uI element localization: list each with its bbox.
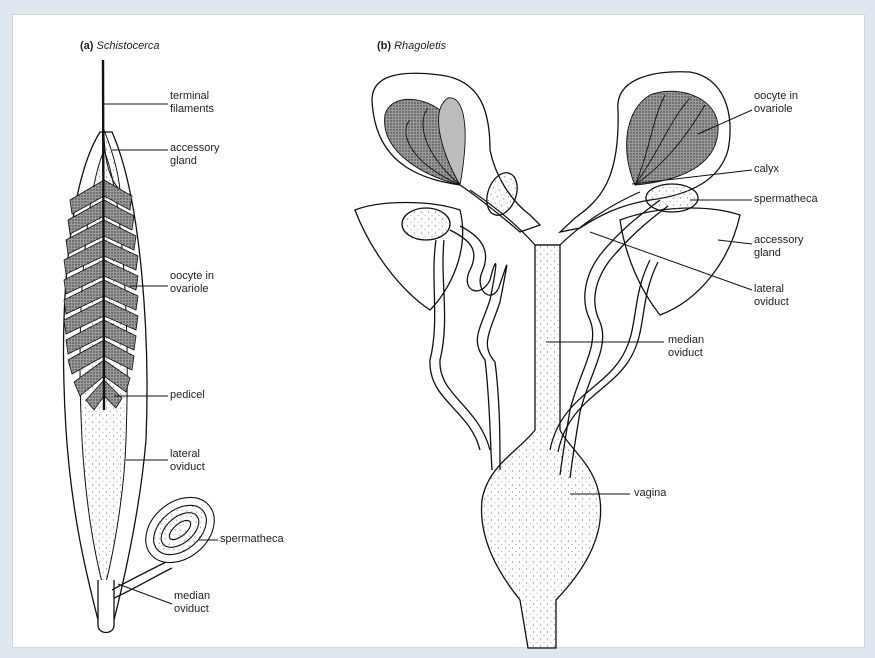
label-b-accessory-gland: accessory gland: [754, 234, 804, 260]
label-b-oocyte-in-ovariole: oocyte in ovariole: [754, 90, 798, 116]
label-a-median-oviduct: median oviduct: [174, 590, 210, 616]
panel-b-species: Rhagoletis: [394, 40, 446, 52]
label-b-vagina: vagina: [634, 487, 666, 500]
panel-b-title: (b) Rhagoletis: [377, 40, 446, 52]
label-a-spermatheca: spermatheca: [220, 533, 284, 546]
panel-b-letter: (b): [377, 40, 391, 52]
terminal-filament: [103, 60, 104, 410]
label-b-median-oviduct: median oviduct: [668, 334, 704, 360]
label-a-accessory-gland: accessory gland: [170, 142, 220, 168]
label-a-terminal-filaments: terminal filaments: [170, 90, 214, 116]
panel-a-letter: (a): [80, 40, 93, 52]
label-b-calyx: calyx: [754, 163, 779, 176]
schistocerca-spermatheca: [133, 484, 227, 576]
label-a-oocyte-in-ovariole: oocyte in ovariole: [170, 270, 214, 296]
label-a-lateral-oviduct: lateral oviduct: [170, 448, 205, 474]
panel-a-title: (a) Schistocerca: [80, 40, 160, 52]
label-b-spermatheca: spermatheca: [754, 193, 818, 206]
panel-a-species: Schistocerca: [97, 40, 160, 52]
label-b-lateral-oviduct: lateral oviduct: [754, 283, 789, 309]
label-a-pedicel: pedicel: [170, 389, 205, 402]
